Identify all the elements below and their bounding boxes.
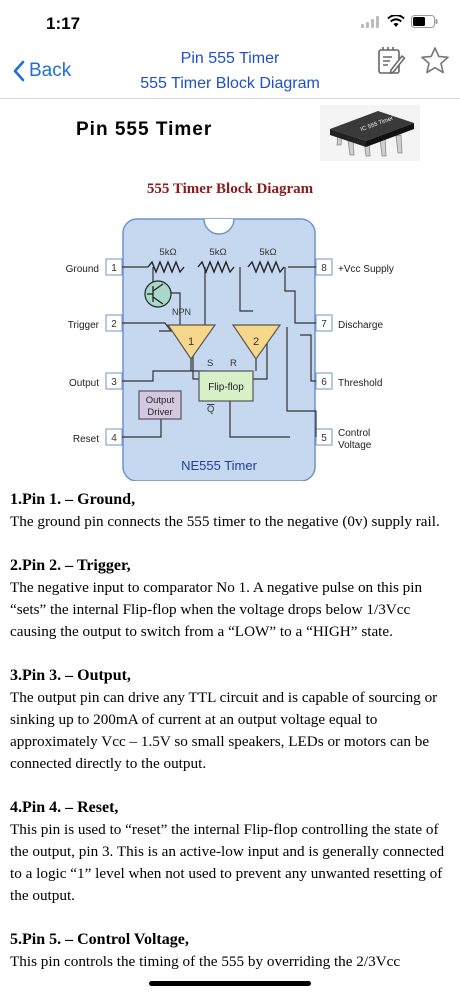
resistor-label: 5kΩ (259, 247, 276, 258)
pin-label: Threshold (338, 378, 382, 389)
chip-notch (203, 218, 235, 235)
pin-label: Ground (66, 264, 99, 275)
chip-name: NE555 Timer (181, 458, 258, 473)
pin-heading: 5.Pin 5. – Control Voltage, (10, 931, 189, 948)
transistor-label: NPN (172, 307, 191, 317)
pin-label: Trigger (68, 320, 100, 331)
pin-heading: 4.Pin 4. – Reset, (10, 799, 119, 816)
resistors (147, 260, 285, 274)
pin-heading: 2.Pin 2. – Trigger, (10, 557, 131, 574)
battery-icon (411, 15, 438, 28)
back-button[interactable]: Back (12, 60, 71, 82)
status-time: 1:17 (46, 14, 81, 33)
pin-number: 1 (111, 263, 117, 274)
pin-number: 4 (111, 433, 117, 444)
navigation-bar: Back Pin 555 Timer 555 Timer Block Diagr… (0, 40, 460, 99)
output-driver-line2: Driver (147, 407, 172, 418)
pin-number: 2 (111, 319, 117, 330)
right-pins: 8 +Vcc Supply 7 Discharge 6 Threshold 5 … (315, 258, 394, 451)
comparator-2-label: 2 (253, 336, 259, 348)
page-title: Pin 555 Timer (76, 119, 213, 140)
pin-section: 1.Pin 1. – Ground, The ground pin connec… (10, 489, 454, 533)
pin-label: +Vcc Supply (338, 264, 394, 275)
pin-text: The ground pin connects the 555 timer to… (10, 513, 440, 530)
pin-number: 7 (321, 319, 327, 330)
pin-text: The negative input to comparator No 1. A… (10, 579, 423, 640)
pin-label: Output (69, 378, 99, 389)
pin-label: Reset (73, 434, 99, 445)
output-driver-block (138, 390, 182, 420)
npn-transistor (144, 280, 172, 308)
pin-label: Discharge (338, 320, 383, 331)
flipflop-block (198, 370, 254, 402)
nav-title-line1: Pin 555 Timer (180, 50, 280, 67)
pin-label: Control (338, 428, 370, 439)
q-label: Q (207, 404, 214, 415)
nav-actions (376, 46, 450, 76)
s-label: S (207, 358, 213, 369)
pin-section: 3.Pin 3. – Output, The output pin can dr… (10, 665, 454, 775)
comparator-1-label: 1 (188, 336, 194, 348)
signal-icon (361, 15, 379, 28)
resistor-label: 5kΩ (159, 247, 176, 258)
pin-text: This pin is used to “reset” the internal… (10, 821, 445, 904)
comparator-1 (166, 324, 217, 361)
home-indicator[interactable] (149, 981, 311, 986)
content-area[interactable]: Pin 555 Timer IC 555 Timer 555 Timer Blo… (0, 99, 460, 996)
pin-section: 5.Pin 5. – Control Voltage, This pin con… (10, 929, 454, 973)
pin-descriptions: 1.Pin 1. – Ground, The ground pin connec… (10, 489, 454, 995)
pin-number: 5 (321, 433, 327, 444)
chevron-left-icon (13, 60, 25, 82)
status-bar: 1:17 (0, 0, 460, 44)
pin-heading: 1.Pin 1. – Ground, (10, 491, 136, 508)
pin-number: 3 (111, 377, 117, 388)
header-row: Pin 555 Timer IC 555 Timer (0, 99, 460, 165)
pin-heading: 3.Pin 3. – Output, (10, 667, 131, 684)
nav-title-line2: 555 Timer Block Diagram (140, 75, 320, 92)
flipflop-label: Flip-flop (208, 382, 244, 393)
back-label: Back (29, 60, 72, 81)
wifi-icon (387, 15, 405, 27)
left-pins: 1 Ground 2 Trigger 3 Output 4 Reset (66, 258, 123, 446)
diagram-title: 555 Timer Block Diagram (146, 181, 314, 197)
resistor-label: 5kΩ (209, 247, 226, 258)
star-icon[interactable] (420, 46, 450, 76)
comparator-2 (231, 324, 282, 361)
r-label: R (230, 358, 237, 369)
pin-text: This pin controls the timing of the 555 … (10, 953, 401, 970)
pin-section: 2.Pin 2. – Trigger, The negative input t… (10, 555, 454, 643)
block-diagram: 1 Ground 2 Trigger 3 Output 4 Reset 8 +V… (66, 218, 394, 481)
ic-chip-image: IC 555 Timer (320, 105, 420, 161)
pin-number: 8 (321, 263, 327, 274)
status-icons (361, 15, 438, 28)
pin-section: 4.Pin 4. – Reset, This pin is used to “r… (10, 797, 454, 907)
nav-title: Pin 555 Timer 555 Timer Block Diagram (110, 46, 350, 96)
pin-label-line2: Voltage (338, 440, 372, 451)
notes-edit-icon[interactable] (376, 46, 406, 76)
pin-number: 6 (321, 377, 327, 388)
pin-text: The output pin can drive any TTL circuit… (10, 689, 438, 772)
chip-body (122, 218, 316, 481)
output-driver-line1: Output (146, 395, 175, 406)
